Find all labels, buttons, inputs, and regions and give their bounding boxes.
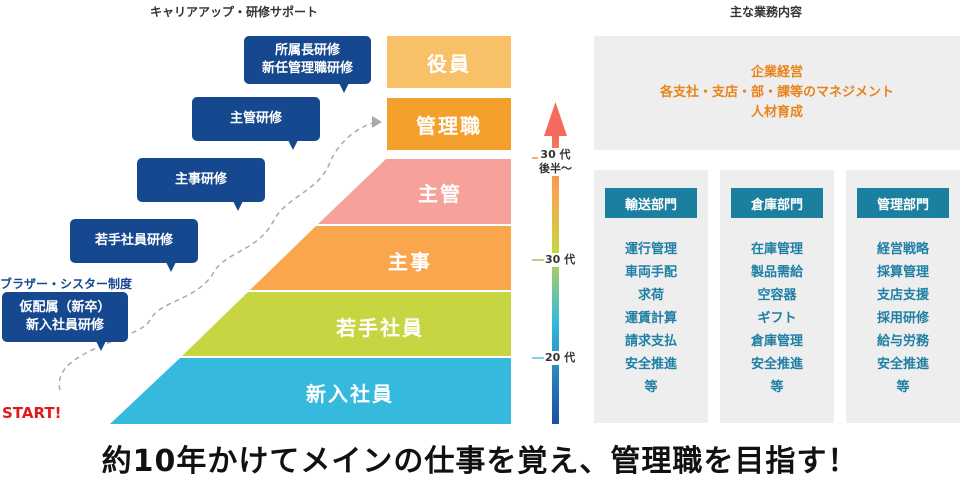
band-young: [182, 292, 511, 356]
bubble-staff-training: 主事研修: [137, 158, 265, 211]
bubble-manager-training: 所属長研修 新任管理職研修: [244, 36, 371, 93]
age-30s-late: 30 代 後半〜: [538, 148, 573, 176]
level-chief: 主管: [418, 182, 462, 206]
dept-panel-warehouse: 倉庫部門 在庫管理 製品需給 空容器 ギフト 倉庫管理 安全推進 等: [720, 170, 834, 423]
dept-item: ギフト: [757, 311, 797, 326]
dept-item: 支店支援: [876, 288, 929, 303]
dept-item: 車両手配: [624, 265, 677, 280]
level-management: 管理職: [387, 98, 511, 150]
dept-item: 求荷: [637, 288, 664, 303]
dept-item: 採算管理: [876, 265, 929, 280]
dept-item: 等: [770, 380, 784, 395]
bubble-chief-training: 主管研修: [192, 97, 320, 150]
brother-sister-label: ブラザー・シスター制度: [0, 277, 133, 291]
career-pyramid: [110, 159, 511, 424]
dept-panel-transport: 輸送部門 運行管理 車両手配 求荷 運賃計算 請求支払 安全推進 等: [594, 170, 708, 423]
age-20s: 20 代: [544, 351, 577, 365]
dept-item: 運行管理: [624, 242, 677, 257]
dept-item: 等: [896, 380, 910, 395]
dept-item: 給与労務: [876, 334, 929, 349]
band-chief: [318, 159, 511, 224]
dept-title-transport: 輸送部門: [605, 188, 697, 218]
dept-item: 倉庫管理: [750, 334, 803, 349]
bubble-new-hire-training: 仮配属（新卒） 新入社員研修: [2, 292, 128, 351]
level-newhire: 新入社員: [306, 382, 394, 406]
dept-item: 安全推進: [876, 357, 929, 372]
band-newhire: [110, 358, 511, 424]
duty-branch-management: 各支社・支店・部・課等のマネジメント: [659, 85, 894, 100]
executive-duties-panel: 企業経営 各支社・支店・部・課等のマネジメント 人材育成: [594, 36, 960, 150]
duty-management: 企業経営: [750, 65, 803, 80]
career-support-title: キャリアアップ・研修サポート: [150, 5, 319, 19]
dept-title-warehouse: 倉庫部門: [731, 188, 823, 218]
age-30s: 30 代: [544, 253, 577, 267]
level-young: 若手社員: [336, 316, 424, 340]
dept-item: 安全推進: [624, 357, 677, 372]
dept-item: 等: [644, 380, 658, 395]
dept-item: 安全推進: [750, 357, 803, 372]
level-executive: 役員: [387, 36, 511, 88]
dept-item: 製品需給: [750, 265, 803, 280]
level-staff: 主事: [388, 250, 432, 274]
dept-item: 在庫管理: [750, 242, 803, 257]
dept-title-admin: 管理部門: [857, 188, 949, 218]
dept-item: 運賃計算: [624, 311, 677, 326]
duty-hr-development: 人材育成: [750, 105, 803, 120]
dept-item: 空容器: [757, 288, 797, 303]
band-staff: [250, 226, 511, 290]
dept-item: 請求支払: [624, 334, 677, 349]
bubble-young-training: 若手社員研修: [70, 219, 198, 272]
main-duties-title: 主な業務内容: [730, 5, 803, 19]
dept-item: 採用研修: [876, 311, 929, 326]
start-label: START!: [2, 404, 62, 422]
dept-item: 経営戦略: [876, 242, 929, 257]
dept-panel-admin: 管理部門 経営戦略 採算管理 支店支援 採用研修 給与労務 安全推進 等: [846, 170, 960, 423]
headline: 約10年かけてメインの仕事を覚え、管理職を目指す！: [101, 444, 859, 479]
